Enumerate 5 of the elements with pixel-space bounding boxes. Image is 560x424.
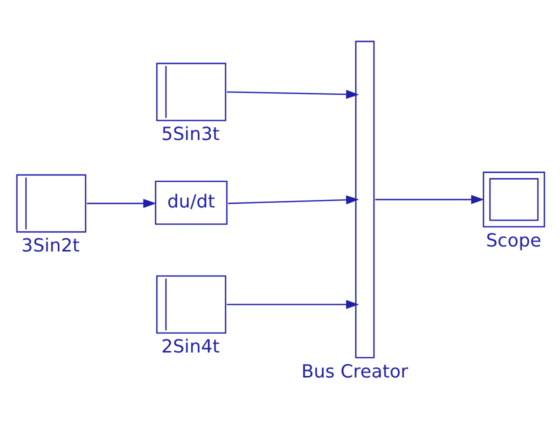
node-label: Scope — [486, 230, 542, 251]
node-label: 2Sin4t — [161, 336, 220, 358]
node-label: 3Sin2t — [21, 235, 80, 256]
node-label: Bus Creator — [301, 360, 408, 382]
node-label: 5Sin3t — [161, 124, 220, 145]
